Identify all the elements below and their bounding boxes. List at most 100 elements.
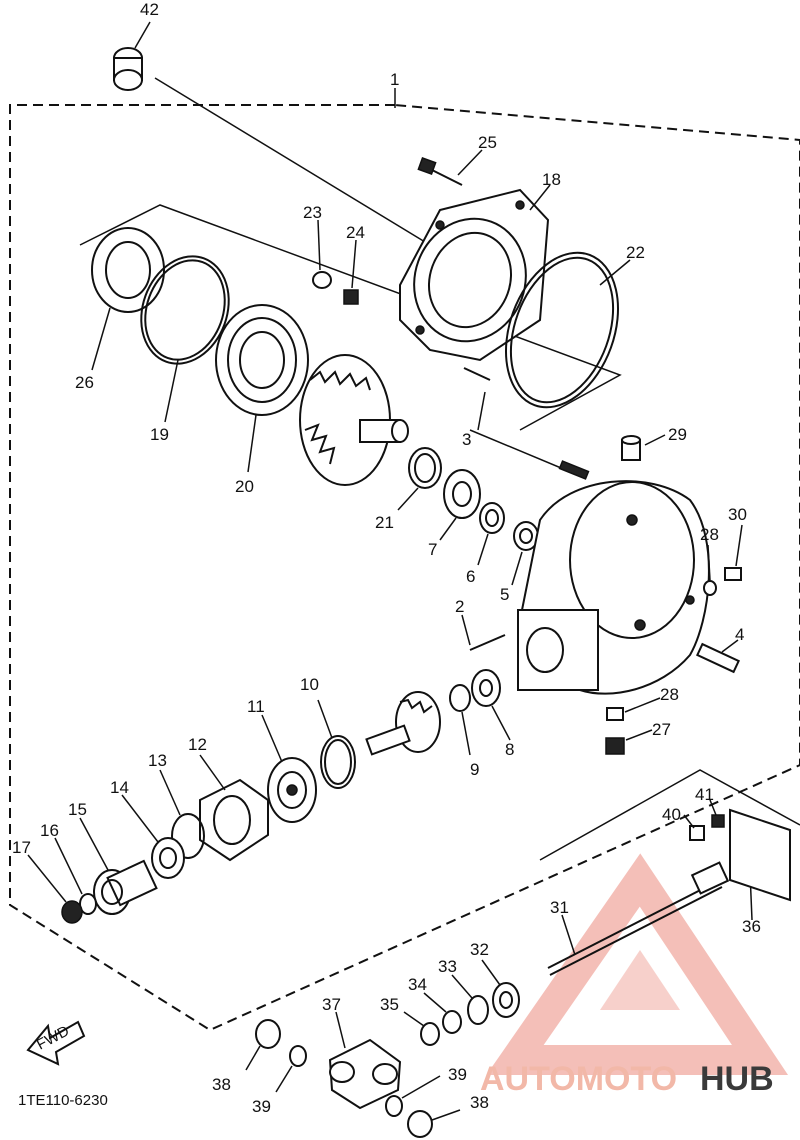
part-20-bearing bbox=[215, 304, 309, 473]
callout-31: 31 bbox=[550, 898, 569, 917]
part-33-washer bbox=[451, 974, 489, 1025]
part-4-pin bbox=[696, 639, 740, 674]
callout-38a: 38 bbox=[212, 1075, 231, 1094]
part-6-washer bbox=[477, 502, 505, 566]
part-8-bearing bbox=[471, 669, 511, 741]
part-30-bolt bbox=[724, 524, 743, 581]
callout-34: 34 bbox=[408, 975, 427, 994]
callout-41: 41 bbox=[695, 785, 714, 804]
part-28-washer-lower bbox=[606, 697, 661, 721]
callout-12: 12 bbox=[188, 735, 207, 754]
part-31-drive-shaft bbox=[547, 861, 730, 976]
callout-26: 26 bbox=[75, 373, 94, 392]
callout-39a: 39 bbox=[252, 1097, 271, 1116]
callout-28a: 28 bbox=[700, 525, 719, 544]
part-42-bushing bbox=[113, 21, 431, 246]
watermark-logo: AUTOMOTO HUB bbox=[480, 853, 789, 1098]
callout-42: 42 bbox=[140, 0, 159, 19]
callout-11: 11 bbox=[247, 697, 265, 716]
part-27-plug bbox=[605, 729, 653, 755]
part-3-stud bbox=[463, 367, 590, 480]
callout-24: 24 bbox=[346, 223, 365, 242]
callout-18: 18 bbox=[542, 170, 561, 189]
part-38-bearing-cup-left bbox=[245, 1019, 281, 1071]
part-ring-gear bbox=[299, 354, 409, 486]
callout-4: 4 bbox=[735, 625, 744, 644]
part-39-seal-right bbox=[385, 1075, 441, 1117]
part-16-washer bbox=[54, 837, 97, 915]
fwd-arrow-icon: FWD bbox=[26, 1020, 86, 1066]
callout-9: 9 bbox=[470, 760, 479, 779]
part-17-nut bbox=[27, 854, 83, 924]
part-38-bearing-cup-right bbox=[407, 1109, 461, 1138]
callout-2: 2 bbox=[455, 597, 464, 616]
part-24-bolt bbox=[343, 239, 359, 305]
part-18-housing-cover bbox=[399, 184, 551, 362]
part-12-bearing-housing bbox=[199, 754, 269, 862]
callout-21: 21 bbox=[375, 513, 394, 532]
part-7-bearing bbox=[439, 469, 481, 541]
callout-22: 22 bbox=[626, 243, 645, 262]
part-37-universal-joint bbox=[328, 1011, 402, 1110]
part-28-washer-upper bbox=[703, 544, 717, 596]
drive-shaft-boundary bbox=[539, 769, 800, 861]
callout-39b: 39 bbox=[448, 1065, 467, 1084]
part-25-bolt bbox=[417, 149, 483, 186]
part-19-o-ring bbox=[140, 255, 230, 423]
part-11-bearing bbox=[261, 714, 317, 823]
part-39-seal-left bbox=[275, 1045, 307, 1093]
part-40-cap bbox=[683, 814, 705, 841]
callout-5: 5 bbox=[500, 585, 509, 604]
callout-13: 13 bbox=[148, 751, 167, 770]
callout-8: 8 bbox=[505, 740, 514, 759]
callout-38b: 38 bbox=[470, 1093, 489, 1112]
callout-3: 3 bbox=[462, 430, 471, 449]
callout-35: 35 bbox=[380, 995, 399, 1014]
part-35-nut bbox=[403, 1011, 440, 1046]
watermark-triangle bbox=[486, 853, 789, 1075]
callout-36: 36 bbox=[742, 917, 761, 936]
part-21-shim bbox=[397, 447, 442, 511]
callout-32: 32 bbox=[470, 940, 489, 959]
part-pinion-gear bbox=[365, 691, 441, 756]
diagram-code: 1TE110-6230 bbox=[18, 1092, 108, 1109]
watermark-text-a: AUTOMOTO bbox=[480, 1060, 677, 1098]
part-15-coupling bbox=[79, 817, 158, 915]
callout-25: 25 bbox=[478, 133, 497, 152]
callout-33: 33 bbox=[438, 957, 457, 976]
part-2-stud bbox=[461, 614, 506, 651]
part-29-cap bbox=[621, 434, 666, 461]
part-10-o-ring bbox=[317, 699, 356, 789]
part-gear-case bbox=[516, 480, 710, 695]
callout-27: 27 bbox=[652, 720, 671, 739]
part-9-collar bbox=[449, 684, 471, 756]
callout-17: 17 bbox=[12, 838, 31, 857]
callout-40: 40 bbox=[662, 805, 681, 824]
callout-30: 30 bbox=[728, 505, 747, 524]
callout-1: 1 bbox=[390, 70, 399, 89]
part-23-nut bbox=[312, 219, 332, 289]
callout-10: 10 bbox=[300, 675, 319, 694]
part-13-circlip bbox=[159, 769, 205, 859]
callout-6: 6 bbox=[466, 567, 475, 586]
part-26-seal bbox=[91, 227, 165, 371]
callout-23: 23 bbox=[303, 203, 322, 222]
assembly-boundary bbox=[9, 104, 800, 1032]
part-flange-plate bbox=[729, 808, 791, 902]
callout-20: 20 bbox=[235, 477, 254, 496]
part-14-oil-seal bbox=[121, 794, 185, 879]
callout-16: 16 bbox=[40, 821, 59, 840]
callout-15: 15 bbox=[68, 800, 87, 819]
callout-14: 14 bbox=[110, 778, 129, 797]
callout-29: 29 bbox=[668, 425, 687, 444]
part-22-o-ring bbox=[504, 251, 631, 409]
part-34-collar bbox=[423, 992, 462, 1034]
watermark-text-b: HUB bbox=[700, 1060, 774, 1098]
part-41-nut bbox=[709, 799, 725, 828]
callout-7: 7 bbox=[428, 540, 437, 559]
callout-19: 19 bbox=[150, 425, 169, 444]
part-32-bearing bbox=[481, 959, 520, 1018]
callout-28b: 28 bbox=[660, 685, 679, 704]
callout-37: 37 bbox=[322, 995, 341, 1014]
